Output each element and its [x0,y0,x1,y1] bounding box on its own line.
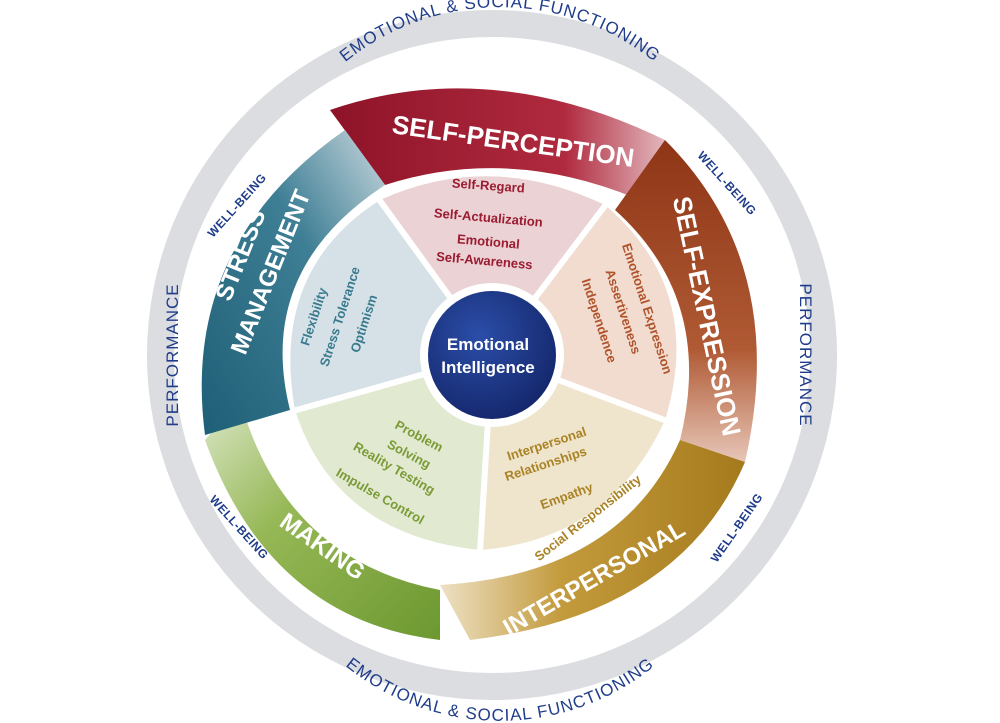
center-line-2: Intelligence [441,358,535,377]
self-perception-band [330,88,665,200]
subscale-emotional: Emotional [456,231,520,251]
center-line-1: Emotional [447,335,529,354]
subscale-self-regard: Self-Regard [451,175,525,195]
self-perception-wedge [380,176,605,355]
ring-left-label: PERFORMANCE [163,283,182,426]
ring-right-label: PERFORMANCE [796,283,815,426]
interpersonal-band [440,440,745,640]
self-expression-band [615,140,757,462]
decision-making-band [205,400,440,640]
center-core [428,291,556,419]
stress-management-band [201,130,385,435]
